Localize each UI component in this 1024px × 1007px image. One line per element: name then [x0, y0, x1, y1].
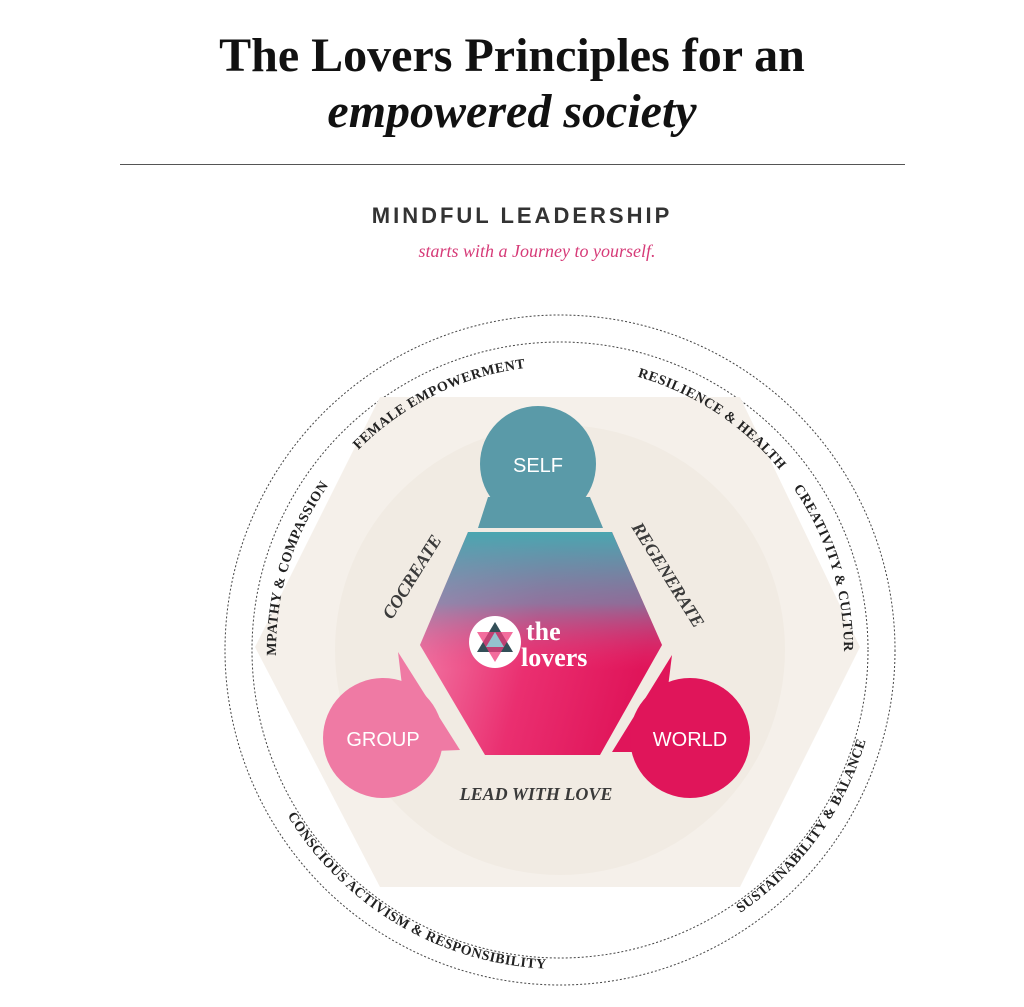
section-tagline: starts with a Journey to yourself.: [418, 241, 656, 261]
title-line-2: empowered society: [327, 85, 697, 138]
node-label-self: SELF: [513, 455, 563, 477]
group-node: [323, 678, 443, 798]
divider: [120, 164, 905, 165]
self-node: [480, 406, 596, 522]
title-line-1: The Lovers Principles for an: [219, 29, 805, 82]
ring-label-empathy-compassion-path: EMPATHY & COMPASSION: [0, 0, 332, 656]
section-heading: MINDFUL LEADERSHIP: [371, 203, 673, 228]
center-hexagon-teal-blend: [420, 532, 662, 755]
hexagram-icon: [477, 622, 513, 662]
logo-line-2: lovers: [521, 643, 587, 672]
logo-line-1: the: [526, 617, 561, 646]
world-node: [630, 678, 750, 798]
node-label-world: WORLD: [653, 729, 727, 751]
the-lovers-logo: the lovers: [469, 616, 587, 672]
node-label-group: GROUP: [346, 729, 419, 751]
ring-label-empathy-compassion: EMPATHY & COMPASSION: [0, 0, 332, 656]
page-title: The Lovers Principles for an empowered s…: [0, 28, 1024, 140]
inner-ring: [251, 341, 869, 959]
outer-ring: [224, 314, 896, 986]
edge-label-lead: LEAD WITH LOVE: [459, 784, 613, 804]
